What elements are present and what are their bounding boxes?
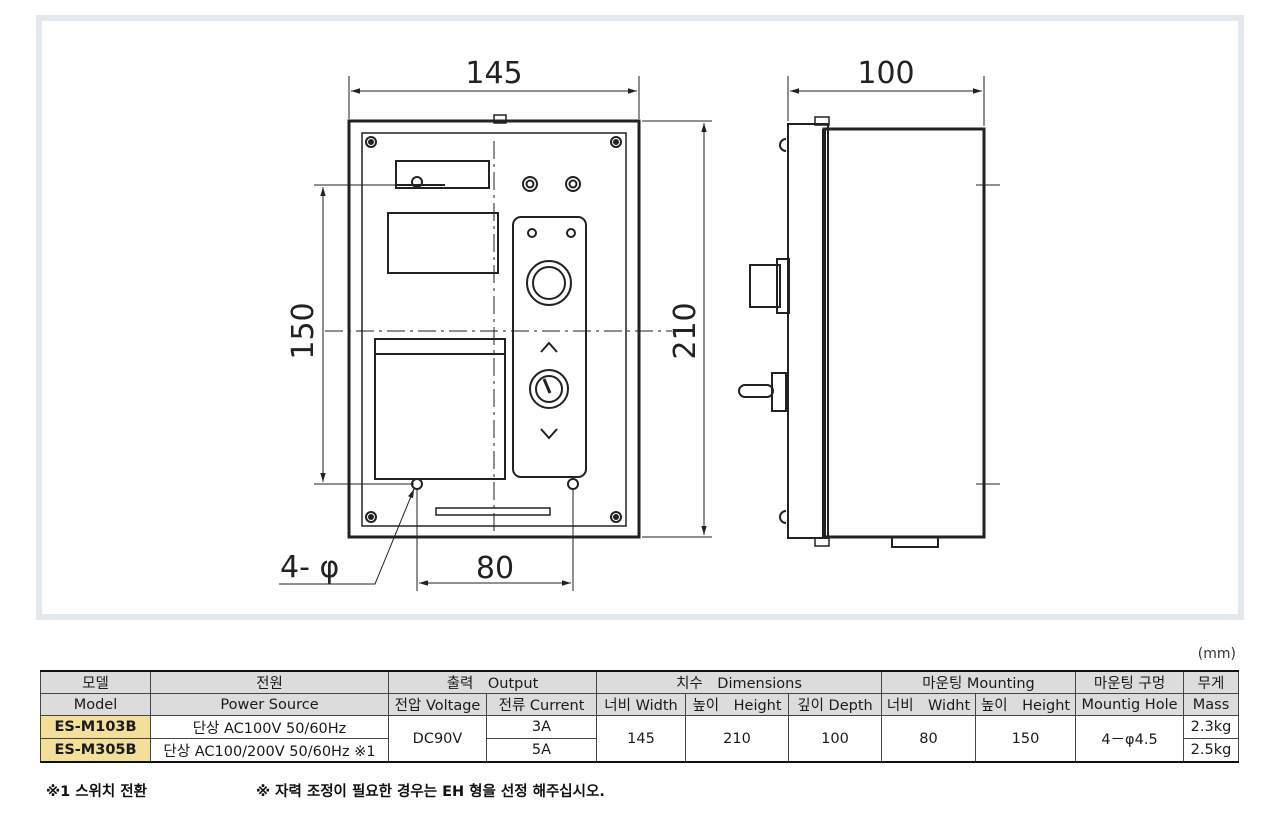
height-cell: 210 [685, 715, 789, 763]
header-output: 출력 Output [388, 670, 597, 694]
header-power-en: Power Source [150, 693, 389, 716]
power-cell: 단상 AC100/200V 50/60Hz ※1 [150, 738, 389, 763]
current-cell: 5A [486, 738, 597, 763]
footnote-eh-type: ※ 자력 조정이 필요한 경우는 EH 형을 선정 해주십시오. [256, 784, 605, 800]
mount-width-cell: 80 [881, 715, 977, 763]
dimension-lines [279, 76, 985, 591]
header-mount-width: 너비 Widht [881, 693, 977, 716]
header-row-2: Model Power Source 전압 Voltage 전류 Current… [40, 693, 1240, 716]
header-voltage: 전압 Voltage [388, 693, 487, 716]
header-depth: 깊이 Depth [787, 693, 883, 716]
dim-front-width: 145 [465, 56, 522, 91]
table-row: ES-M305B 단상 AC100/200V 50/60Hz ※1 5A 2.5… [40, 738, 1240, 763]
current-cell: 3A [486, 715, 597, 739]
drawing-area: 145 100 210 150 80 4- φ [42, 21, 1238, 614]
mass-cell: 2.5kg [1183, 738, 1240, 763]
header-row-1: 모델 전원 출력 Output 치수 Dimensions 마운팅 Mounti… [40, 670, 1240, 694]
mass-cell: 2.3kg [1183, 715, 1240, 739]
drawing-panel: 145 100 210 150 80 4- φ [36, 15, 1244, 620]
table-row: ES-M103B 단상 AC100V 50/60Hz DC90V 3A 145 … [40, 715, 1240, 763]
depth-cell: 100 [787, 715, 883, 763]
mount-height-cell: 150 [975, 715, 1077, 763]
header-width: 너비 Width [596, 693, 686, 716]
footnote-switch: ※1 스위치 전환 [46, 784, 147, 800]
width-cell: 145 [596, 715, 686, 763]
spec-table: 모델 전원 출력 Output 치수 Dimensions 마운팅 Mounti… [40, 670, 1240, 763]
header-model-kr: 모델 [40, 670, 151, 694]
power-cell: 단상 AC100V 50/60Hz [150, 715, 389, 739]
header-power-kr: 전원 [150, 670, 389, 694]
dim-mount-height: 150 [286, 302, 321, 359]
corner-screw-icon [365, 136, 622, 523]
model-cell: ES-M103B [40, 715, 151, 739]
header-current: 전류 Current [486, 693, 597, 716]
header-hole-kr: 마운팅 구멍 [1075, 670, 1185, 694]
side-view [738, 116, 1000, 548]
technical-drawing: 145 100 210 150 80 4- φ [279, 56, 1000, 591]
header-height: 높이 Height [685, 693, 789, 716]
front-view [325, 114, 672, 539]
dim-side-depth: 100 [857, 56, 914, 91]
header-model-en: Model [40, 693, 151, 716]
dim-mount-width: 80 [476, 551, 514, 586]
unit-label: (mm) [1197, 646, 1236, 662]
header-hole-en: Mountig Hole [1075, 693, 1185, 716]
header-mount-height: 높이 Height [975, 693, 1077, 716]
header-mounting: 마운팅 Mounting [881, 670, 1077, 694]
dim-total-height: 210 [668, 302, 703, 359]
voltage-cell: DC90V [388, 715, 487, 763]
hole-cell: 4－φ4.5 [1075, 715, 1185, 763]
header-dimensions: 치수 Dimensions [595, 670, 883, 694]
dim-hole-label: 4- φ [280, 550, 339, 585]
header-mass-kr: 무게 [1183, 670, 1240, 694]
model-cell: ES-M305B [40, 738, 151, 763]
header-mass-en: Mass [1183, 693, 1240, 716]
